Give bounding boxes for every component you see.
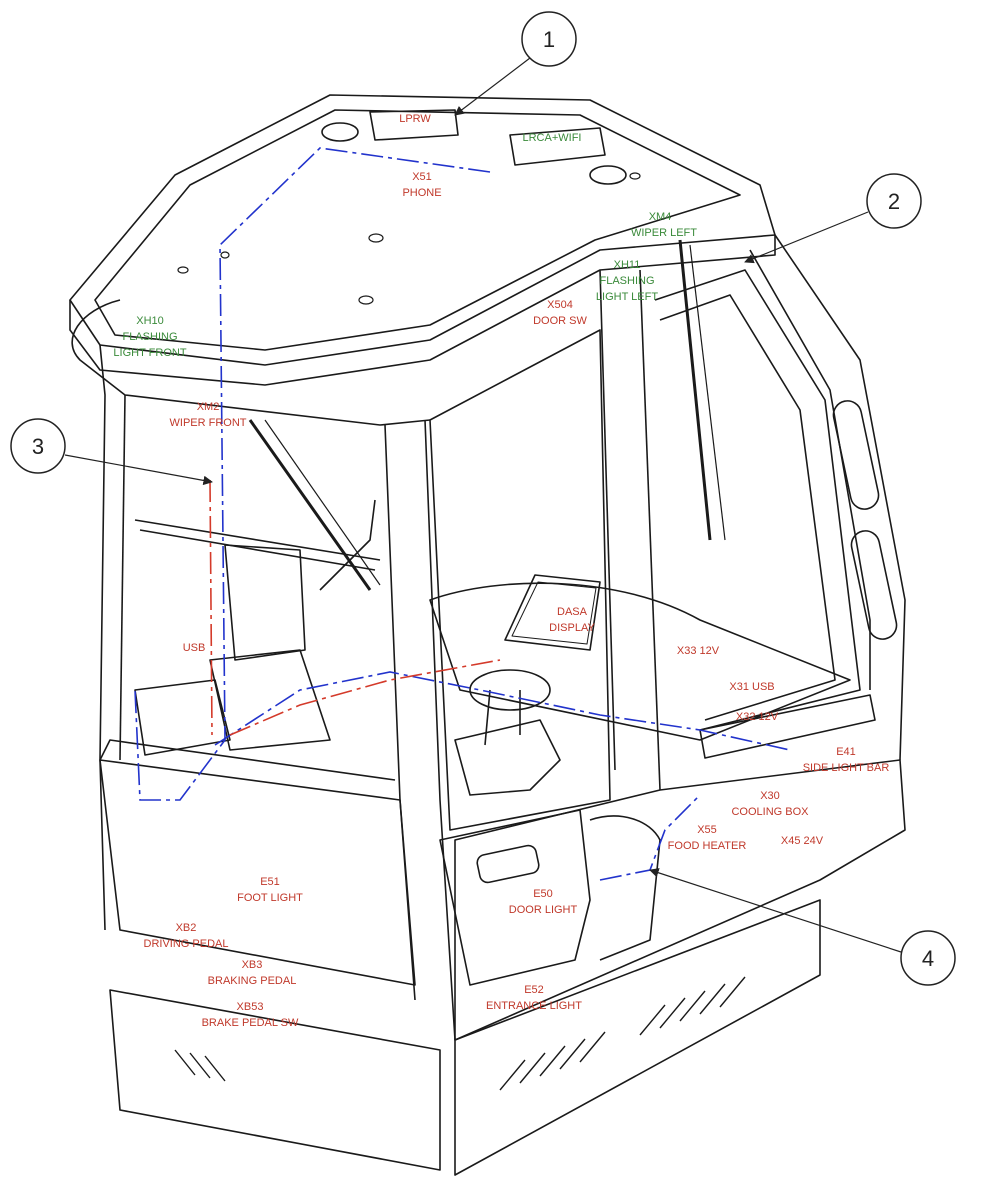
svg-text:2: 2	[888, 189, 900, 214]
label-phone: PHONE	[402, 187, 441, 199]
roof-beacon-right	[589, 165, 627, 185]
label-door-light: DOOR LIGHT	[509, 904, 578, 916]
label-e50: E50	[533, 888, 553, 900]
door	[439, 809, 591, 986]
label-x55: X55	[697, 824, 717, 836]
svg-text:1: 1	[543, 27, 555, 52]
label-side-light-bar: SIDE LIGHT BAR	[803, 762, 890, 774]
label-light-left: LIGHT LEFT	[596, 291, 658, 303]
label-x30: X30	[760, 790, 780, 802]
label-xb2: XB2	[176, 922, 197, 934]
pillar-front-right	[599, 269, 616, 771]
label-xb53: XB53	[237, 1001, 264, 1013]
callout-1: 1	[454, 11, 577, 116]
svg-text:3: 3	[32, 434, 44, 459]
label-x33: X33 12V	[677, 645, 720, 657]
pillar-front-left	[384, 424, 416, 1001]
roof-beacon-left	[321, 122, 359, 142]
label-driving-pedal: DRIVING PEDAL	[144, 938, 229, 950]
wiring-red	[209, 479, 501, 736]
label-xh11: XH11	[614, 259, 641, 271]
label-e51: E51	[260, 876, 280, 888]
roof-plate	[94, 109, 741, 351]
pillar-right-rear	[774, 234, 906, 761]
label-dasa: DASA	[557, 606, 588, 618]
roof-box-lrca	[509, 127, 606, 166]
label-lprw: LPRW	[399, 113, 431, 125]
svg-text:4: 4	[922, 946, 934, 971]
wiring-blue	[134, 147, 791, 881]
callout-3: 3	[10, 418, 213, 486]
skirt-right	[454, 899, 821, 1176]
label-xm2: XM2	[197, 401, 220, 413]
pillar-left-rear	[99, 344, 106, 931]
label-wiper-front: WIPER FRONT	[170, 417, 247, 429]
lower-panel-front	[99, 759, 416, 986]
label-foot-light: FOOT LIGHT	[237, 892, 303, 904]
component-labels: LPRW LRCA+WIFI X51 PHONE XM4 WIPER LEFT …	[113, 113, 889, 1029]
dashboard	[429, 582, 851, 741]
label-flashing-right: FLASHING	[599, 275, 654, 287]
callout-4: 4	[649, 868, 956, 986]
label-xb3: XB3	[242, 959, 263, 971]
lower-panel-right	[454, 759, 906, 1041]
label-wiper-left: WIPER LEFT	[631, 227, 697, 239]
callout-2: 2	[744, 173, 922, 264]
label-cooling-box: COOLING BOX	[731, 806, 809, 818]
label-usb: USB	[183, 642, 206, 654]
label-e41: E41	[836, 746, 856, 758]
label-brake-pedal-sw: BRAKE PEDAL SW	[202, 1017, 299, 1029]
label-food-heater: FOOD HEATER	[668, 840, 747, 852]
joystick-console	[454, 719, 561, 796]
label-flashing-front: FLASHING	[122, 331, 177, 343]
label-xm4: XM4	[649, 211, 672, 223]
label-x504: X504	[547, 299, 573, 311]
label-x45: X45 24V	[781, 835, 824, 847]
label-e52: E52	[524, 984, 544, 996]
label-xh10: XH10	[136, 315, 164, 327]
label-braking-pedal: BRAKING PEDAL	[208, 975, 297, 987]
label-lrca: LRCA+WIFI	[523, 132, 582, 144]
label-entrance-light: ENTRANCE LIGHT	[486, 1000, 582, 1012]
cab-structure	[69, 94, 906, 1176]
windshield	[429, 329, 611, 831]
label-x51: X51	[412, 171, 432, 183]
label-display: DISPLAY	[549, 622, 595, 634]
label-x31: X31 USB	[729, 681, 774, 693]
wiper-arm-right	[678, 239, 712, 541]
grab-rail-front	[71, 299, 431, 426]
roof-box-lprw	[369, 109, 459, 141]
label-x32: X32 12V	[736, 711, 779, 723]
wiper-arm-front	[248, 419, 372, 591]
label-light-front: LIGHT FRONT	[113, 347, 186, 359]
label-door-sw: DOOR SW	[533, 315, 587, 327]
dasa-display-shape	[504, 574, 601, 651]
side-light-bar	[699, 694, 876, 759]
skirt-left	[109, 989, 441, 1171]
